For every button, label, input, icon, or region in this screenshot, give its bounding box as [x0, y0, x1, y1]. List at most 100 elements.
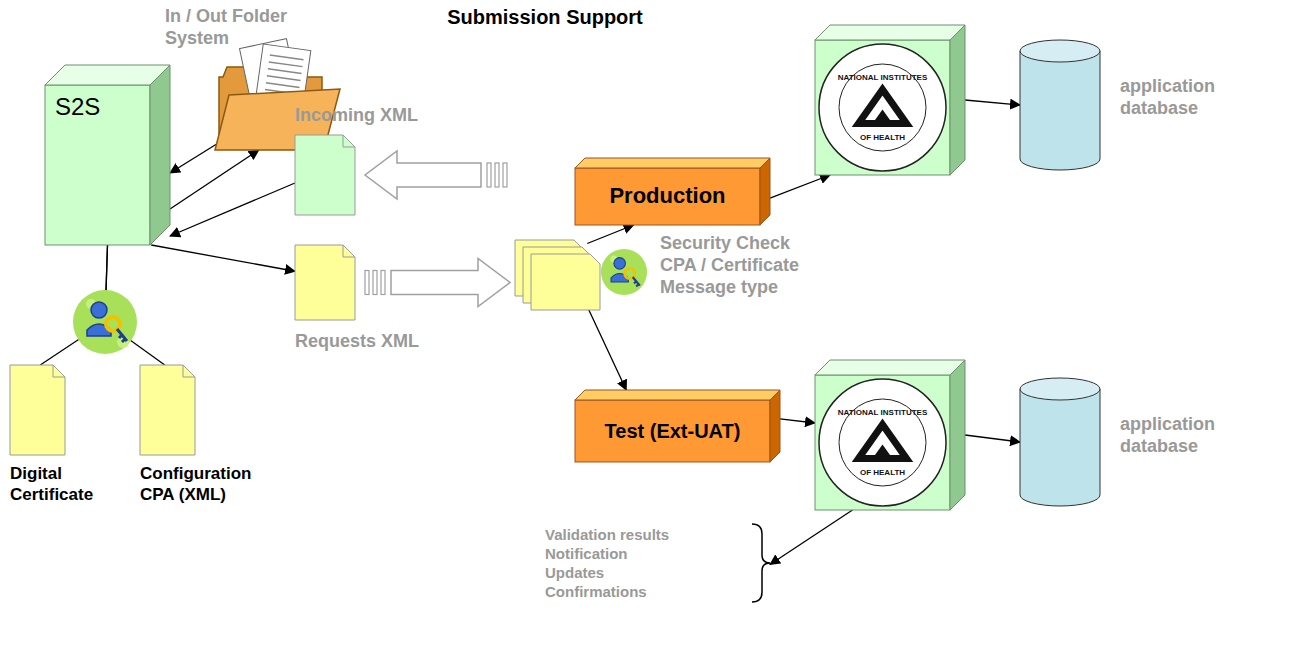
shape-part — [295, 245, 355, 320]
shape-part — [950, 25, 965, 175]
block-arrow-bar — [487, 163, 491, 187]
shape-part — [343, 245, 355, 257]
shape-label: Configuration CPA (XML) — [140, 463, 265, 505]
shape-part — [140, 365, 195, 455]
shape-part — [575, 158, 770, 168]
block-arrow-bar — [381, 271, 385, 295]
logo-text: NATIONAL INSTITUTES — [838, 408, 927, 418]
connector-arrow — [587, 307, 626, 391]
shape-part — [873, 445, 893, 459]
server-box: Production — [575, 158, 770, 225]
shape-outline — [1020, 378, 1100, 506]
server-box: NATIONAL INSTITUTESOF HEALTH — [815, 360, 965, 510]
shape-part — [819, 44, 946, 171]
box-label: Production — [609, 183, 725, 209]
shape-label: In / Out Folder System — [165, 5, 310, 49]
box-label: Test (Ext-UAT) — [605, 419, 741, 443]
shape-part — [770, 390, 780, 462]
block-arrow-bar — [503, 163, 507, 187]
server-box: Test (Ext-UAT) — [575, 390, 780, 462]
database-cylinder: application database — [1020, 40, 1100, 170]
shape-part — [815, 375, 950, 510]
shape-label: Security Check CPA / Certificate Message… — [660, 232, 820, 298]
brace — [752, 524, 770, 602]
shape-outline — [815, 25, 965, 175]
shape-part — [575, 390, 780, 400]
shape-part — [815, 360, 965, 375]
shape-part — [183, 365, 195, 377]
logo-text: NATIONAL INSTITUTES — [838, 73, 927, 83]
database-cylinder: application database — [1020, 378, 1100, 506]
shape-outline — [295, 135, 355, 215]
shape-label: Incoming XML — [295, 104, 495, 126]
shape-outline — [45, 65, 170, 245]
shape-part — [531, 254, 600, 310]
document-shape: Digital Certificate — [10, 365, 65, 455]
block-arrow — [365, 151, 507, 199]
shape-part — [1020, 40, 1100, 62]
shape-part — [760, 158, 770, 225]
shape-part — [873, 110, 893, 124]
document-shape: Incoming XML — [295, 135, 355, 215]
connector-arrow — [780, 419, 815, 423]
shape-part — [267, 76, 301, 81]
security-key-icon — [73, 290, 137, 354]
shape-part — [815, 25, 965, 40]
box-label: S2S — [55, 93, 100, 122]
server-box: S2S — [45, 65, 170, 245]
shape-label: application database — [1120, 75, 1250, 119]
logo-text: OF HEALTH — [860, 133, 905, 143]
shape-outline — [1020, 40, 1100, 170]
shape-part — [575, 400, 770, 462]
block-arrow — [365, 259, 510, 307]
shape-part — [815, 40, 950, 175]
block-arrow-bar — [365, 271, 369, 295]
shape-part — [819, 379, 946, 506]
document-shape: Configuration CPA (XML) — [140, 365, 195, 455]
shape-part — [10, 365, 65, 455]
block-arrow-bar — [373, 271, 377, 295]
server-box: NATIONAL INSTITUTES OF HEALTH — [815, 25, 965, 175]
document-shape: Requests XML — [295, 245, 355, 320]
shape-part — [343, 135, 355, 147]
security-key-icon — [601, 249, 647, 295]
shape-part — [1020, 51, 1100, 170]
connector-arrow — [151, 245, 295, 271]
document-shape: Security Check CPA / Certificate Message… — [515, 240, 600, 310]
diagram-title: Submission Support — [345, 6, 745, 29]
block-arrow-body — [365, 151, 481, 199]
connector-arrow — [587, 225, 633, 244]
shape-outline — [295, 245, 355, 320]
result-list: Validation resultsNotificationUpdatesCon… — [545, 522, 770, 607]
connector-arrow — [770, 175, 830, 198]
result-item: Notification — [545, 544, 770, 563]
shape-outline — [10, 365, 65, 455]
connector-arrow — [770, 510, 853, 565]
shape-part — [859, 90, 907, 124]
shape-outline — [515, 240, 600, 310]
block-arrow-bar — [495, 163, 499, 187]
shape-part — [1020, 389, 1100, 506]
shape-part — [295, 135, 355, 215]
shape-part — [270, 55, 304, 60]
shape-part — [575, 168, 760, 225]
shape-label: application database — [1120, 413, 1250, 457]
connector-arrow — [170, 150, 259, 209]
result-item: Updates — [545, 563, 770, 582]
shape-part — [266, 83, 300, 88]
result-item: Validation results — [545, 525, 770, 544]
shape-part — [268, 69, 302, 74]
shape-part — [1020, 378, 1100, 400]
result-item: Confirmations — [545, 582, 770, 601]
shape-part — [269, 62, 303, 67]
connector-arrow — [965, 100, 1020, 105]
shape-outline — [815, 360, 965, 510]
shape-part — [950, 360, 965, 510]
shape-part — [45, 65, 170, 85]
shape-label: Requests XML — [295, 330, 495, 352]
shape-label: Digital Certificate — [10, 463, 110, 505]
connector-arrow — [170, 183, 295, 236]
